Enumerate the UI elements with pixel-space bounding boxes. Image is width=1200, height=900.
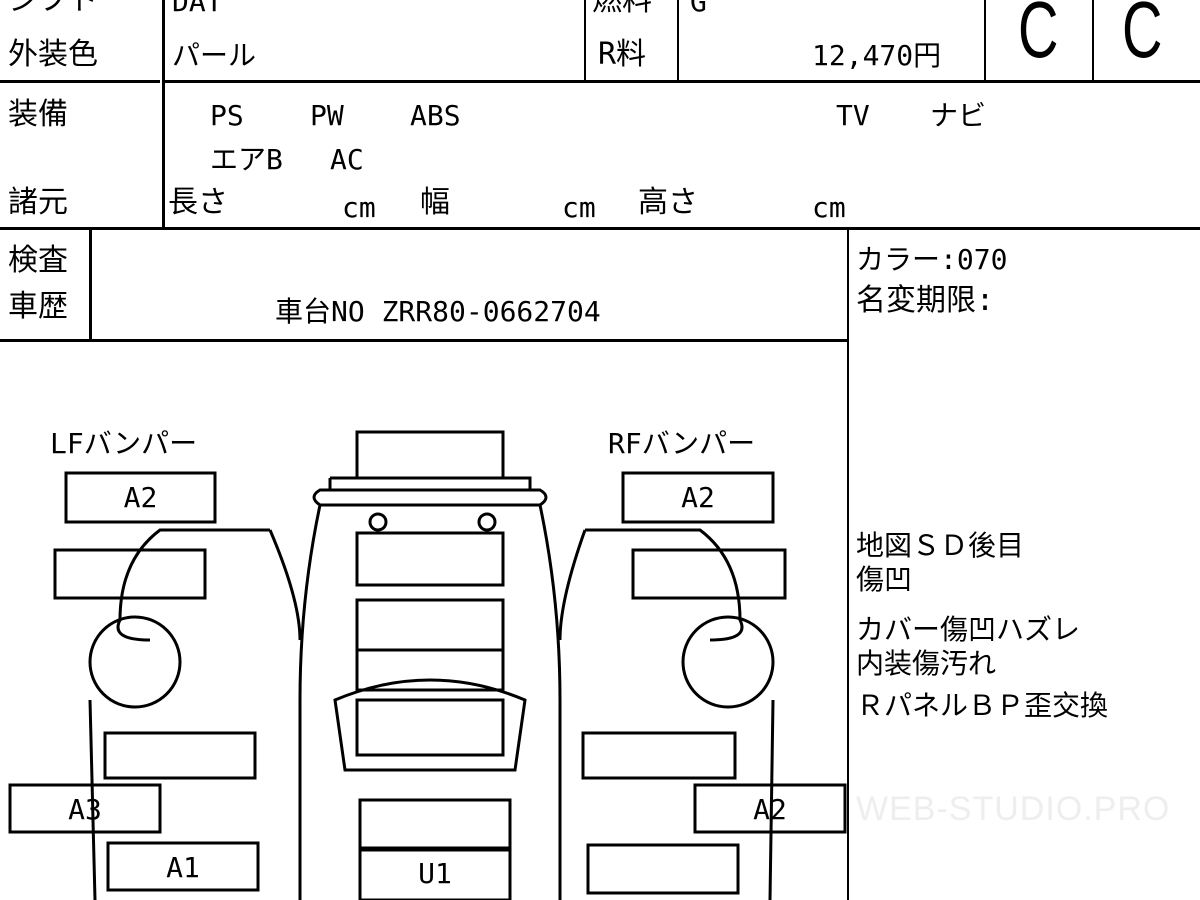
inspection-label: 検査 [8, 243, 68, 278]
rf-bumper-label: RFバンパー [608, 427, 756, 460]
note-line: 地図ＳＤ後目 [856, 529, 1025, 562]
equipment-item: PW [310, 99, 344, 132]
divider [0, 227, 1200, 230]
divider [984, 0, 986, 82]
history-label: 車歴 [8, 289, 68, 324]
recycle-fee-label: R料 [598, 37, 647, 72]
fuel-value: G [690, 0, 707, 18]
recycle-fee-value: 12,470円 [812, 39, 942, 72]
right-rear-door-grade: A2 [753, 793, 787, 826]
exterior-color-value: パール [172, 39, 257, 72]
equipment-item: PS [210, 99, 244, 132]
equipment-item: TV [836, 99, 870, 132]
equipment-item: ナビ [930, 99, 987, 132]
shift-value: DAT [172, 0, 223, 18]
note-line: カバー傷凹ハズレ [856, 613, 1081, 646]
equipment-label: 装備 [8, 97, 68, 132]
divider [584, 0, 586, 82]
divider [164, 80, 1200, 83]
equipment-item: AC [330, 143, 364, 176]
watermark: WEB-STUDIO.PRO [856, 790, 1171, 828]
divider [677, 0, 679, 82]
note-line: 傷凹 [856, 563, 913, 596]
color-code: カラー:070 [856, 243, 1008, 276]
length-unit: cm [342, 191, 376, 224]
interior-grade: C [1018, 0, 1059, 74]
note-line: 内装傷汚れ [856, 647, 997, 680]
fuel-label: 燃料 [592, 0, 652, 18]
name-change-deadline: 名変期限: [856, 283, 995, 318]
rf-bumper-grade: A2 [681, 481, 715, 514]
car-outline [88, 476, 775, 900]
length-label: 長さ [168, 185, 228, 220]
rear-center-grade: U1 [418, 857, 452, 890]
shift-label: シフト [8, 0, 98, 18]
height-unit: cm [812, 191, 846, 224]
width-label: 幅 [420, 185, 450, 220]
note-line: ＲパネルＢＰ歪交換 [856, 689, 1109, 722]
divider [0, 80, 160, 83]
exterior-color-label: 外装色 [8, 37, 98, 72]
exterior-grade: C [1122, 0, 1163, 74]
specs-label: 諸元 [8, 185, 68, 220]
divider [847, 228, 849, 900]
equipment-item: エアB [210, 143, 283, 176]
left-rear-door-grade: A3 [68, 793, 102, 826]
chassis-number: 車台NO ZRR80-0662704 [275, 295, 601, 328]
left-sill-grade: A1 [166, 851, 200, 884]
height-label: 高さ [638, 185, 698, 220]
divider [1092, 0, 1094, 82]
lf-bumper-grade: A2 [123, 481, 158, 514]
equipment-item: ABS [410, 99, 461, 132]
divider [89, 228, 92, 341]
width-unit: cm [562, 191, 596, 224]
divider [0, 339, 848, 342]
divider [162, 0, 165, 228]
lf-bumper-label: LFバンパー [50, 427, 198, 460]
